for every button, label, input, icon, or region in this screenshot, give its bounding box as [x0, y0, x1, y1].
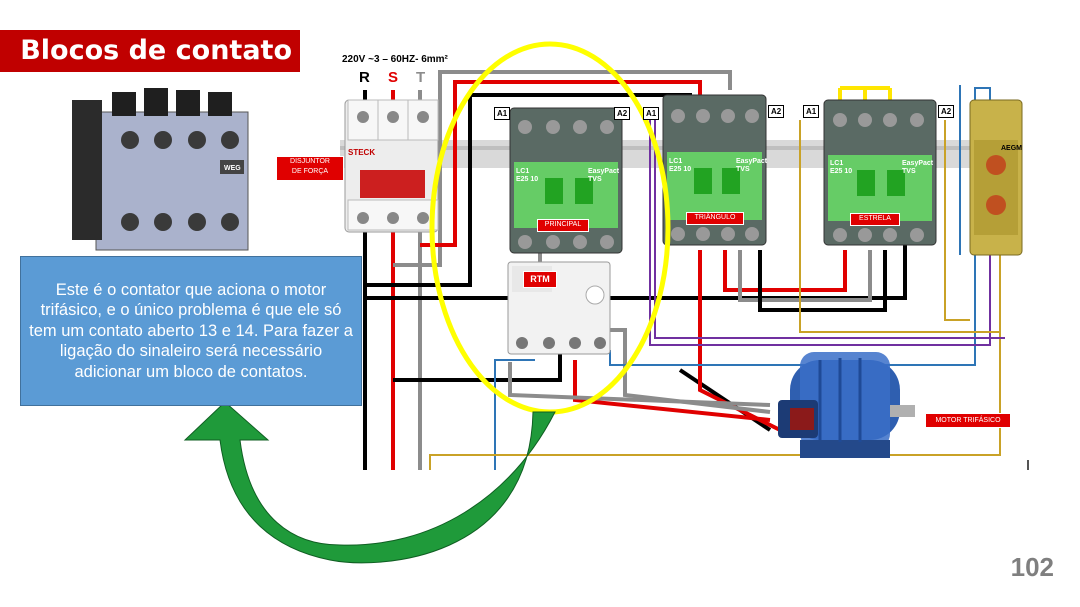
rtm-label: RTM — [523, 271, 557, 288]
contactor-triangulo — [662, 94, 767, 246]
supply-label: 220V ~3 – 60HZ- 6mm² — [342, 54, 448, 65]
phase-t: T — [416, 69, 426, 86]
slide-title: Blocos de contato — [20, 35, 292, 66]
green-arrow — [183, 401, 556, 564]
title-bar: Blocos de contato — [0, 30, 300, 72]
info-text-box: Este é o contator que aciona o motor tri… — [20, 256, 362, 406]
triangulo-model: LC1 E25 10 — [669, 158, 692, 173]
breaker-brand: STECK — [348, 148, 375, 157]
triangulo-brand: EasyPact TVS — [736, 158, 768, 173]
info-text: Este é o contator que aciona o motor tri… — [29, 280, 353, 381]
estrela-label: ESTRELA — [850, 213, 900, 226]
triangulo-label: TRIÂNGULO — [686, 212, 744, 225]
contactor-principal — [509, 107, 623, 254]
phase-s: S — [388, 69, 399, 86]
contact-block-photo: WEG — [72, 88, 249, 251]
circuit-breaker: STECK — [344, 99, 439, 233]
timer-relay: AEGM — [969, 99, 1023, 256]
principal-brand: EasyPact TVS — [588, 168, 620, 183]
timer-brand: AEGM — [1001, 145, 1022, 152]
estrela-a1-label: A1 — [803, 105, 820, 118]
block-brand: WEG — [224, 165, 241, 172]
principal-model: LC1 E25 10 — [516, 168, 539, 183]
principal-a1-label: A1 — [494, 107, 511, 120]
estrela-a2-label: A2 — [938, 105, 955, 118]
triangulo-a1-label: A1 — [643, 107, 660, 120]
page-number: 102 — [1010, 552, 1054, 582]
breaker-label: DISJUNTOR DE FORÇA — [276, 156, 344, 181]
estrela-brand: EasyPact TVS — [902, 160, 934, 175]
estrela-model: LC1 E25 10 — [830, 160, 853, 175]
phase-r: R — [359, 69, 370, 86]
three-phase-motor — [778, 352, 915, 458]
principal-a2-label: A2 — [614, 107, 631, 120]
contactor-estrela — [823, 99, 937, 246]
principal-label: PRINCIPAL — [537, 219, 589, 232]
motor-label: MOTOR TRIFÁSICO — [925, 413, 1011, 428]
triangulo-a2-label: A2 — [768, 105, 785, 118]
control-wires — [429, 85, 1029, 470]
